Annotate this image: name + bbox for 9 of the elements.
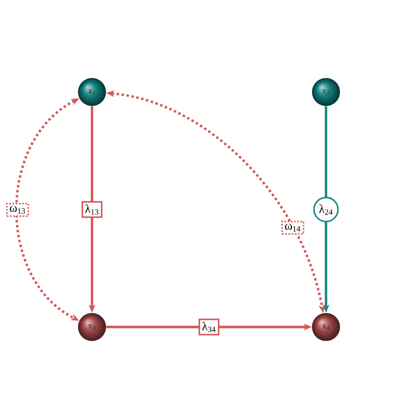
edge-label: ω$_{14}$ <box>281 220 304 235</box>
node-label: x$_{2}$ <box>322 89 330 95</box>
node-label: x$_{3}$ <box>88 324 96 330</box>
edge-label: λ$_{24}$ <box>313 196 339 222</box>
edge-label: λ$_{34}$ <box>198 318 220 336</box>
node-label: x$_{1}$ <box>88 89 95 95</box>
edge-label: ω$_{13}$ <box>6 202 30 217</box>
edge-label: λ$_{13}$ <box>82 201 102 218</box>
node-label: x$_{4}$ <box>322 324 330 330</box>
